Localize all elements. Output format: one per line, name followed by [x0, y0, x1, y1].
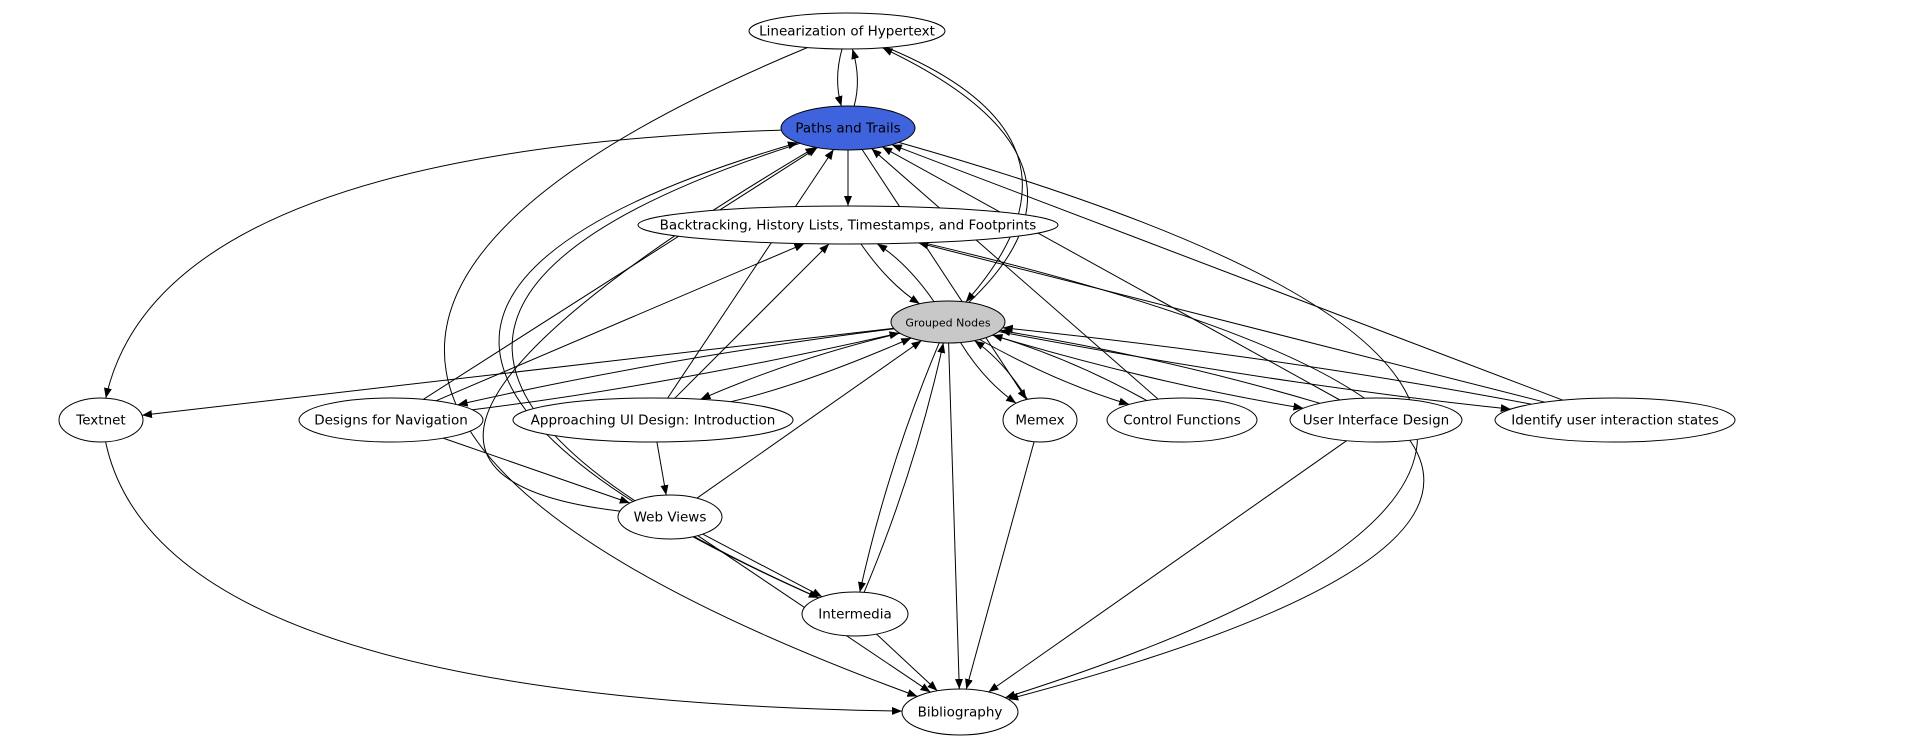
node-shape[interactable] — [512, 397, 794, 443]
node-shape[interactable] — [58, 397, 144, 443]
node-label: Control Functions — [1123, 413, 1241, 429]
node-label: Designs for Navigation — [314, 413, 468, 429]
node-label: Memex — [1015, 413, 1064, 429]
edge-memex-to-grouped — [974, 340, 1028, 400]
edge-identify-to-backtracking — [918, 241, 1545, 403]
node-label: Textnet — [75, 413, 125, 429]
node-shape[interactable] — [1289, 397, 1463, 443]
edge-backtracking-to-grouped — [860, 243, 920, 305]
edge-linearization-to-bibliography — [443, 47, 918, 697]
node-shape[interactable] — [780, 105, 916, 151]
node-shape[interactable] — [298, 397, 484, 443]
edge-grouped-to-linearization — [882, 47, 1029, 303]
edge-control-to-paths — [871, 148, 1159, 400]
edge-grouped-to-uidesign — [992, 334, 1304, 411]
edge-approaching-to-backtracking — [674, 243, 830, 399]
node-label: Bibliography — [918, 705, 1003, 721]
node-label: Identify user interaction states — [1511, 413, 1719, 429]
node-label: Approaching UI Design: Introduction — [531, 413, 776, 429]
node-label: Web Views — [634, 510, 707, 526]
edge-approaching-to-grouped — [730, 337, 912, 403]
edge-linearization-to-grouped — [886, 47, 1023, 303]
node-designs-for-navigation[interactable]: Designs for Navigation — [298, 397, 484, 443]
node-control-functions[interactable]: Control Functions — [1106, 397, 1258, 443]
edge-identify-to-grouped — [1002, 324, 1532, 405]
node-label: Grouped Nodes — [905, 317, 990, 330]
node-shape[interactable] — [1494, 397, 1736, 443]
edge-paths-to-textnet — [104, 129, 782, 399]
edge-webviews-to-grouped — [696, 340, 922, 499]
edge-webviews-to-intermedia — [702, 533, 823, 598]
node-label: Intermedia — [818, 607, 892, 623]
edge-grouped-to-designs — [457, 328, 895, 407]
node-textnet[interactable]: Textnet — [58, 397, 144, 443]
node-label: Linearization of Hypertext — [759, 24, 935, 40]
edge-intermedia-to-bibliography — [876, 633, 938, 692]
node-shape[interactable] — [637, 205, 1059, 245]
edge-layer — [104, 47, 1564, 715]
node-shape[interactable] — [617, 494, 723, 540]
node-memex[interactable]: Memex — [1002, 397, 1078, 443]
edge-approaching-to-webviews — [656, 441, 669, 496]
node-shape[interactable] — [748, 12, 946, 50]
edge-paths-to-linearization — [851, 48, 860, 107]
node-shape[interactable] — [901, 688, 1019, 736]
edge-designs-to-backtracking — [435, 243, 805, 402]
edge-grouped-to-approaching — [700, 332, 901, 400]
edge-linearization-to-paths — [834, 48, 843, 107]
edge-grouped-to-backtracking — [876, 243, 935, 302]
node-label: Paths and Trails — [795, 121, 900, 137]
edge-grouped-to-bibliography — [948, 342, 963, 690]
node-shape[interactable] — [890, 300, 1006, 344]
edge-grouped-to-identify — [998, 331, 1511, 413]
edge-identify-to-paths — [891, 144, 1564, 401]
node-bibliography[interactable]: Bibliography — [901, 688, 1019, 736]
node-user-interface-design[interactable]: User Interface Design — [1289, 397, 1463, 443]
edge-uidesign-to-grouped — [1000, 328, 1321, 404]
edge-approaching-to-paths — [667, 149, 835, 399]
edge-intermedia-to-grouped — [863, 342, 946, 593]
node-label: Backtracking, History Lists, Timestamps,… — [660, 218, 1037, 234]
node-shape[interactable] — [1002, 397, 1078, 443]
node-web-views[interactable]: Web Views — [617, 494, 723, 540]
node-approaching-ui-design-introduction[interactable]: Approaching UI Design: Introduction — [512, 397, 794, 443]
node-grouped-nodes[interactable]: Grouped Nodes — [890, 300, 1006, 344]
node-linearization-of-hypertext[interactable]: Linearization of Hypertext — [748, 12, 946, 50]
edge-designs-to-grouped — [472, 331, 900, 411]
edge-backtracking-to-bibliography — [923, 242, 1425, 701]
edge-designs-to-paths — [422, 147, 818, 400]
edge-uidesign-to-paths — [881, 146, 1341, 401]
node-identify-user-interaction-states[interactable]: Identify user interaction states — [1494, 397, 1736, 443]
edge-uidesign-to-bibliography — [988, 440, 1347, 693]
edge-paths-to-memex — [861, 149, 1027, 400]
edge-designs-to-webviews — [442, 437, 630, 504]
edge-grouped-to-intermedia — [858, 342, 940, 593]
edge-grouped-to-control — [979, 339, 1130, 406]
node-shape[interactable] — [1106, 397, 1258, 443]
edge-grouped-to-textnet — [141, 327, 894, 419]
edge-memex-to-bibliography — [965, 441, 1035, 690]
node-paths-and-trails[interactable]: Paths and Trails — [780, 105, 916, 151]
node-intermedia[interactable]: Intermedia — [801, 591, 909, 637]
node-label: User Interface Design — [1303, 413, 1449, 429]
node-backtracking-history-lists-timestamps-and-footprints[interactable]: Backtracking, History Lists, Timestamps,… — [637, 205, 1059, 245]
node-shape[interactable] — [801, 591, 909, 637]
edge-grouped-to-memex — [960, 342, 1017, 404]
edge-textnet-to-bibliography — [105, 441, 903, 715]
